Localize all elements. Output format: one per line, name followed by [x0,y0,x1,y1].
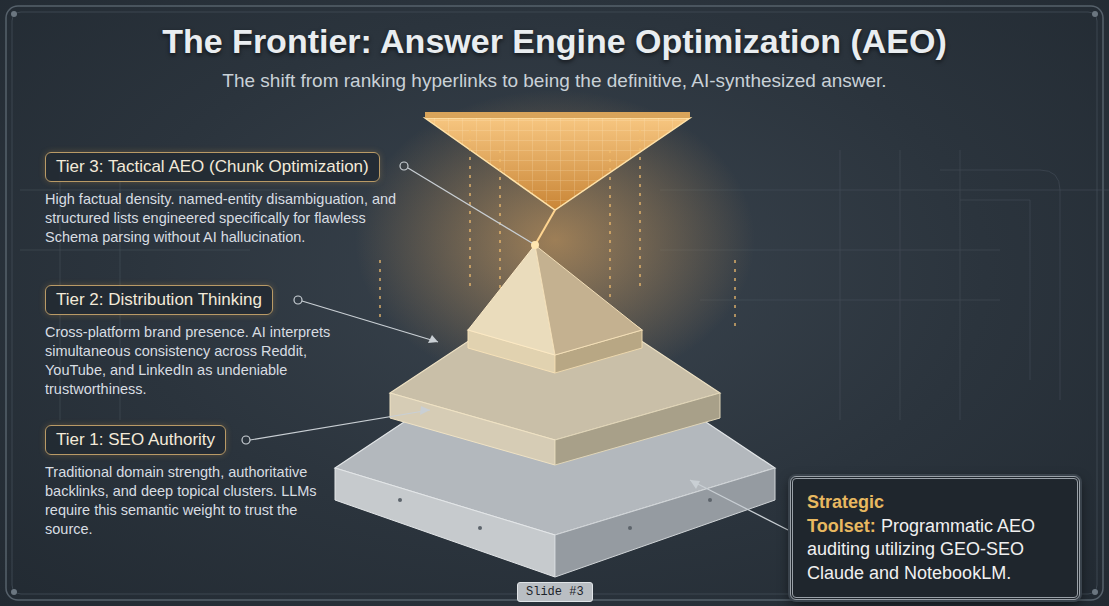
tier-description: Traditional domain strength, authoritati… [45,463,339,538]
tier-heading: Tier 1: SEO Authority [45,425,226,455]
slide-subtitle: The shift from ranking hyperlinks to bei… [0,70,1109,92]
toolset-heading: Strategic Toolset: [807,492,884,535]
slide-number: Slide #3 [517,582,593,602]
tier-heading: Tier 3: Tactical AEO (Chunk Optimization… [45,152,380,182]
tier-callout: Tier 1: SEO AuthorityTraditional domain … [45,425,339,538]
tier-callout: Tier 3: Tactical AEO (Chunk Optimization… [45,152,409,247]
toolset-box: Strategic Toolset:Programmatic AEO audit… [790,476,1080,600]
slide-title: The Frontier: Answer Engine Optimization… [0,22,1109,61]
tier-heading: Tier 2: Distribution Thinking [45,285,273,315]
tier-description: Cross-platform brand presence. AI interp… [45,323,359,398]
tier-description: High factual density. named-entity disam… [45,190,409,247]
tier-callout: Tier 2: Distribution ThinkingCross-platf… [45,285,359,398]
